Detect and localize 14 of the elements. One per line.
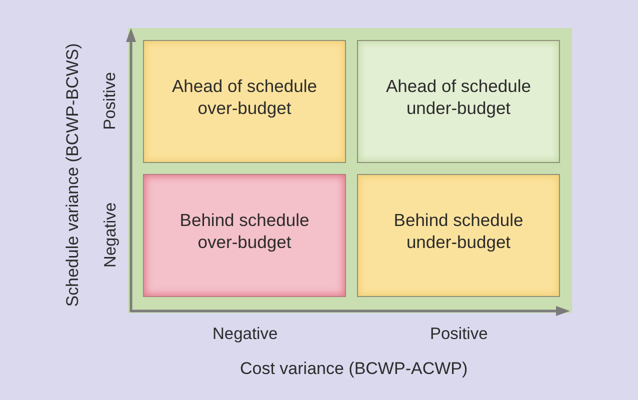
axis-tick-label: Negative: [212, 324, 278, 344]
quadrant-box: [143, 174, 346, 297]
quadrant-box: [357, 174, 560, 297]
quadrant-text: Behind schedule under-budget: [392, 208, 524, 252]
quadrant-text: Ahead of schedule over-budget: [171, 74, 318, 118]
quadrant-box: [357, 40, 560, 163]
axis-tick-label: Positive: [100, 72, 120, 130]
quadrant-text: Behind schedule over-budget: [178, 208, 310, 252]
quadrant-box: [143, 40, 346, 163]
axis-title: Schedule variance (BCWP-BCWS): [62, 43, 83, 307]
axis-tick-label: Negative: [100, 202, 120, 268]
axis-tick-label: Positive: [430, 324, 488, 344]
axis-title: Cost variance (BCWP-ACWP): [240, 359, 468, 379]
quadrant-text: Ahead of schedule under-budget: [385, 74, 532, 118]
